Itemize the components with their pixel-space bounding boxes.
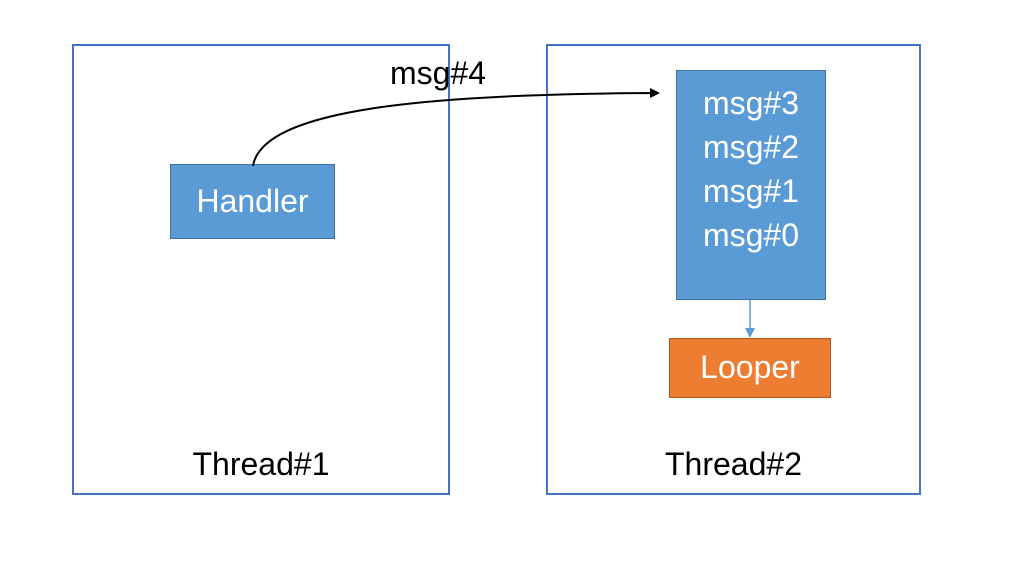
message-queue: msg#3 msg#2 msg#1 msg#0 (676, 70, 826, 300)
thread1-label: Thread#1 (192, 446, 330, 482)
send-message-arrow (252, 88, 660, 167)
thread2-label: Thread#2 (665, 446, 802, 482)
thread1-box: Thread#1 (72, 44, 450, 495)
queue-item-msg1: msg#1 (702, 173, 800, 209)
looper-node: Looper (669, 338, 831, 398)
sent-message-label: msg#4 (390, 55, 487, 91)
queue-item-msg2: msg#2 (702, 129, 800, 165)
queue-item-msg0: msg#0 (702, 217, 800, 253)
queue-item-msg3: msg#3 (702, 85, 800, 121)
thread2-box: Thread#2 (546, 44, 921, 495)
handler-node: Handler (170, 164, 335, 239)
